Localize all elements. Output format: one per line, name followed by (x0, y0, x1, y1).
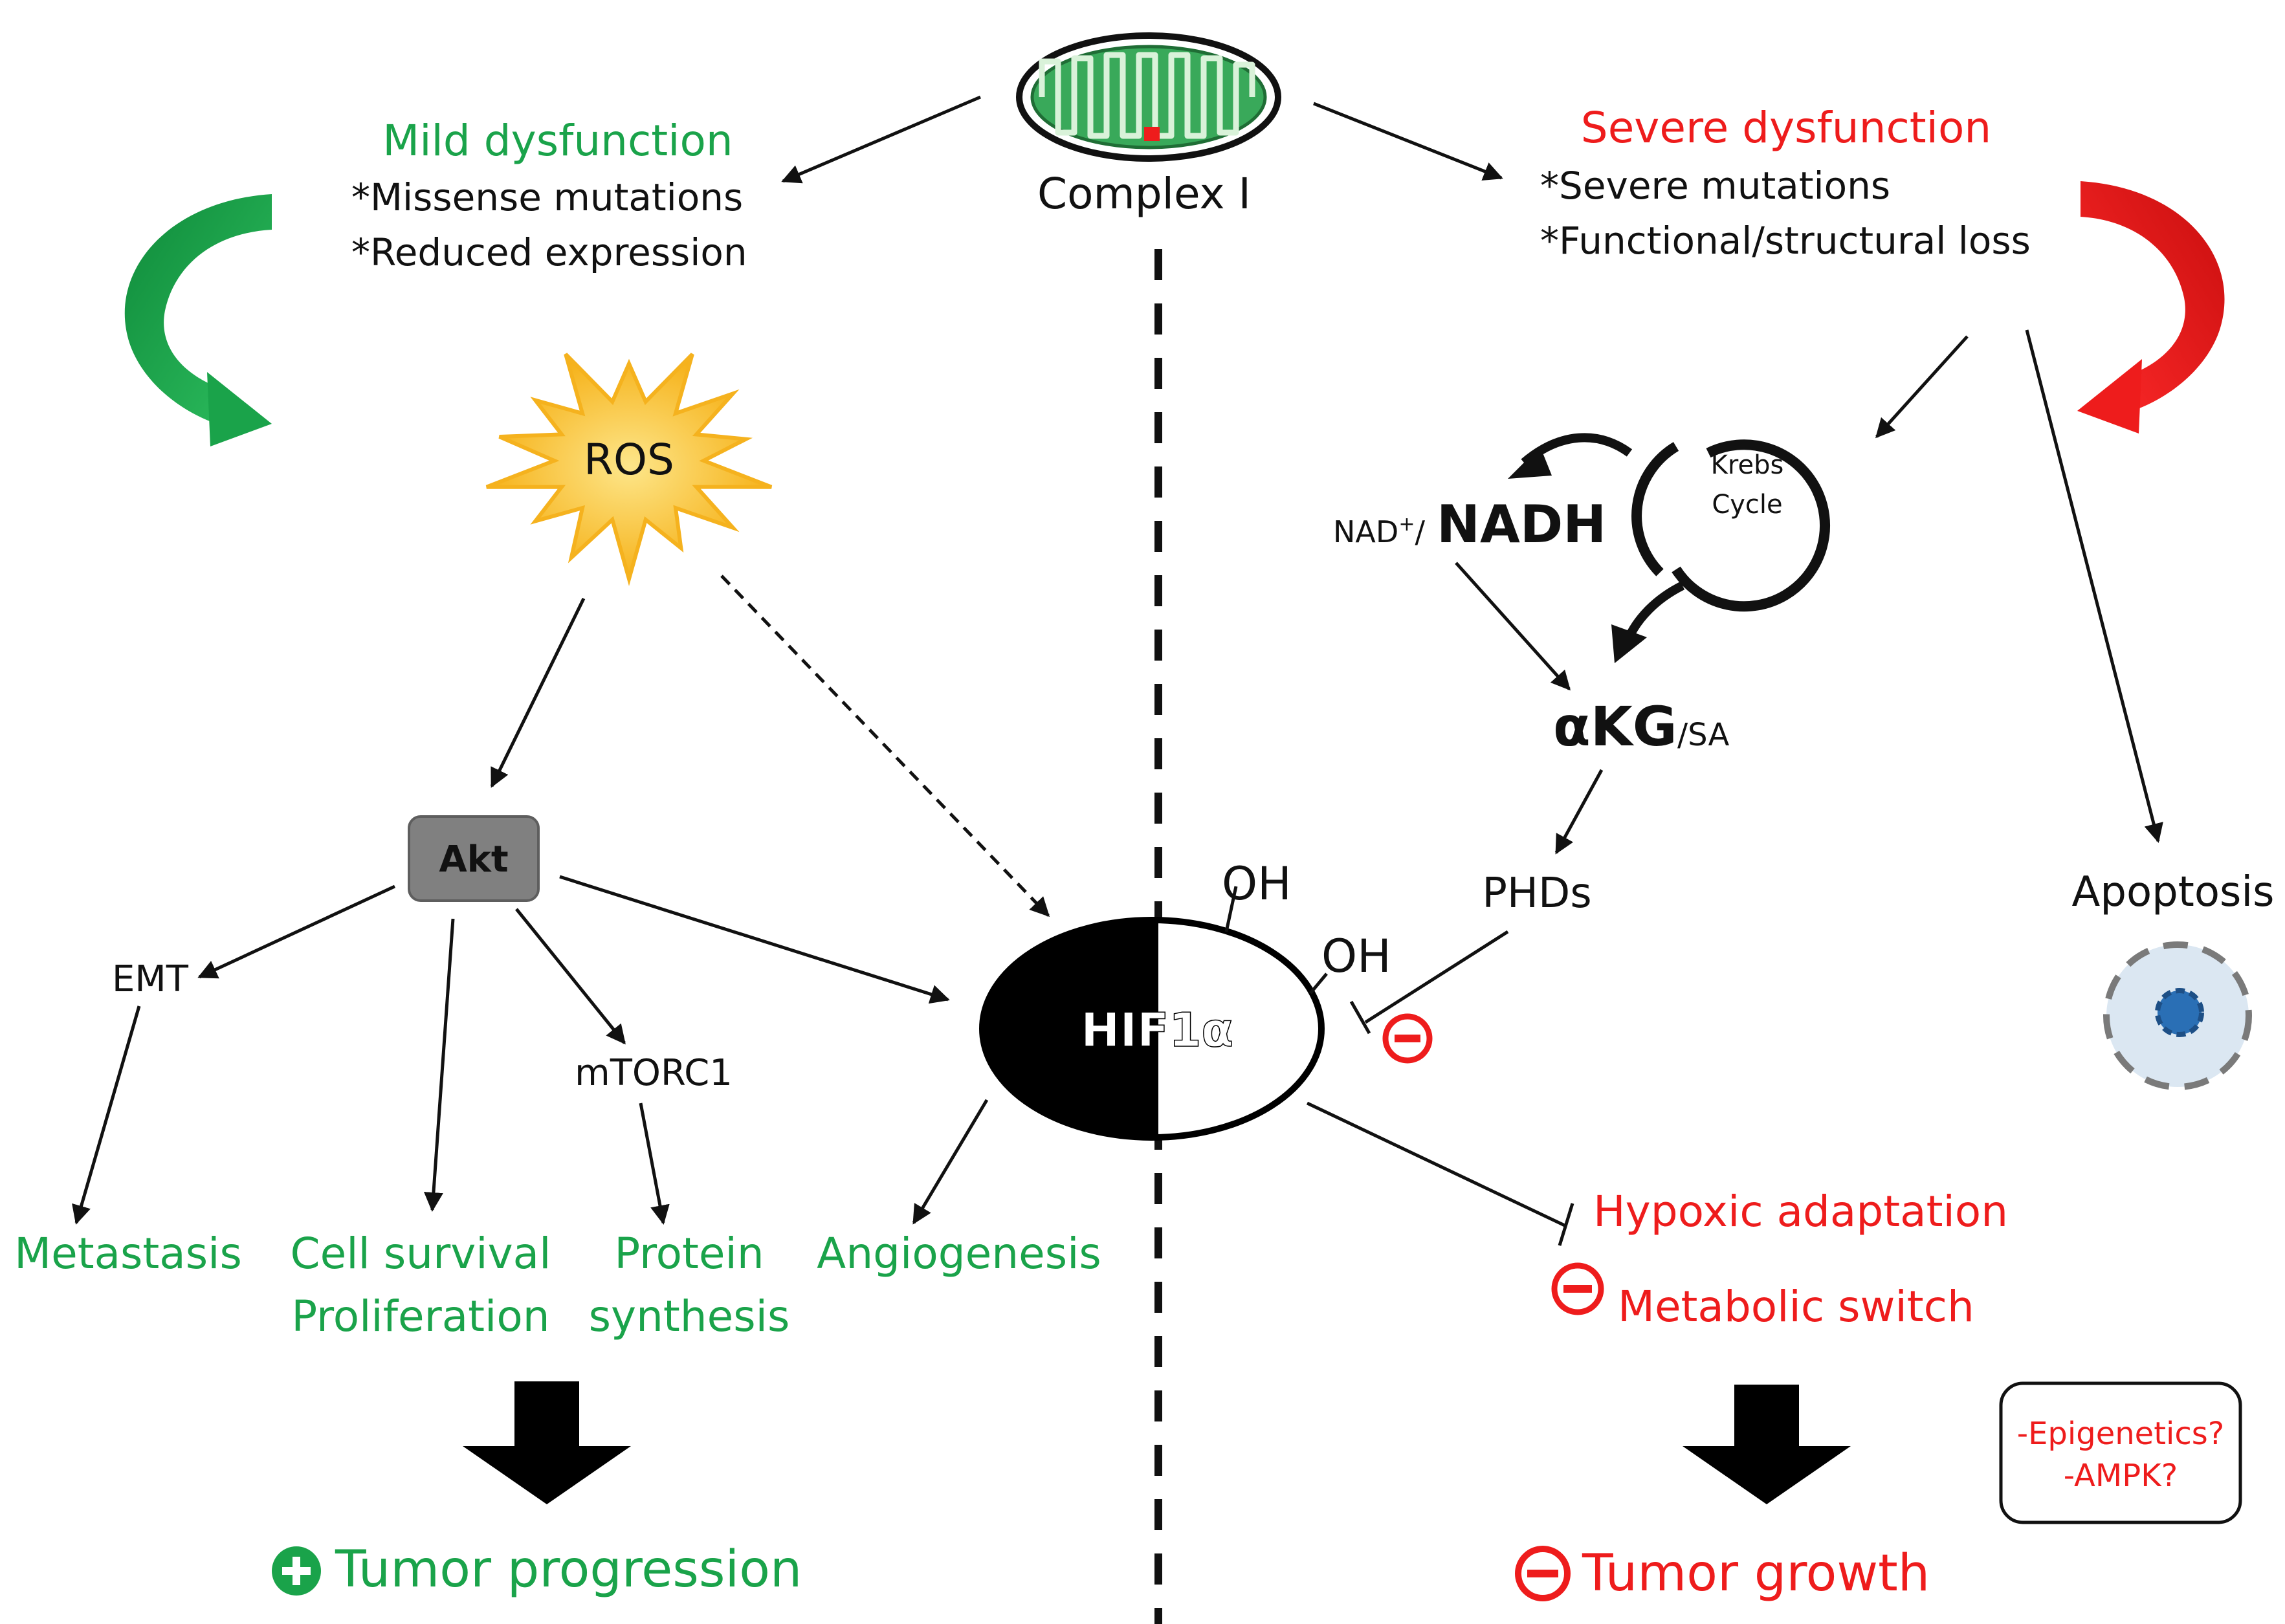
ros-label: ROS (584, 435, 674, 485)
arrow-akg-phds (1554, 769, 1604, 855)
inhibit-hif-hypoxic-bar (1558, 1203, 1574, 1246)
arrow-to-mild (781, 95, 981, 184)
akt-label: Akt (439, 839, 508, 881)
mild-bullet-2: *Reduced expression (351, 230, 747, 274)
apoptotic-cell-icon (2103, 941, 2252, 1090)
mtorc1-label: mTORC1 (575, 1052, 733, 1094)
arrow-krebs-akg-head (1611, 624, 1647, 663)
arrow-nadh-akg (1455, 562, 1571, 691)
arrow-akt-emt (197, 884, 396, 979)
emt-label: EMT (112, 958, 189, 1000)
cell-survival-label: Cell survival (291, 1229, 551, 1278)
akt-box (408, 815, 540, 902)
synthesis-label: synthesis (589, 1291, 790, 1341)
questions-box (1999, 1381, 2242, 1524)
question-epigenetics: -Epigenetics? (2017, 1416, 2224, 1452)
inhibit-hif-hypoxic (1306, 1101, 1567, 1228)
oh1-label: OH (1222, 857, 1292, 910)
mild-bullet-1: *Missense mutations (351, 175, 743, 219)
hif1a-ellipse (979, 917, 1325, 1141)
plus-circle-icon (272, 1546, 321, 1596)
minus-circle-icon (1515, 1546, 1571, 1601)
severe-title: Severe dysfunction (1581, 103, 1991, 153)
arrow-akt-mtorc1 (515, 908, 626, 1045)
complex-i-label: Complex I (1037, 169, 1251, 219)
minus-circle-icon (1382, 1013, 1433, 1064)
arrow-to-severe (1313, 102, 1503, 181)
phds-label: PHDs (1482, 870, 1591, 917)
mild-title: Mild dysfunction (382, 116, 733, 166)
hypoxic-adaptation-label: Hypoxic adaptation (1593, 1187, 2008, 1236)
arrow-emt-metastasis (72, 1005, 141, 1225)
arrow-ros-hif-dashed (720, 575, 1050, 917)
ros-star-icon (485, 353, 773, 586)
arrow-akt-hif (559, 875, 950, 1004)
hif1a-label: HIF1α (1081, 1003, 1233, 1057)
inhibit-phds-hif-bar (1349, 1000, 1371, 1035)
angiogenesis-label: Angiogenesis (817, 1229, 1101, 1278)
arrow-severe-apoptosis (2025, 329, 2163, 843)
metabolic-switch-label: Metabolic switch (1618, 1282, 1974, 1332)
krebs-cycle-icon (1631, 439, 1830, 612)
severe-bullet-1: *Severe mutations (1540, 164, 1890, 208)
krebs-label-2: Cycle (1712, 490, 1782, 520)
minus-circle-icon (1551, 1262, 1604, 1315)
red-curved-arrow-icon (2077, 181, 2225, 433)
arrow-hif-angiogenesis (912, 1099, 989, 1225)
nad-label: NAD+/ (1333, 513, 1425, 549)
arrow-severe-krebs (1875, 335, 1969, 439)
oh2-label: OH (1321, 930, 1391, 983)
mitochondrion-icon (1016, 32, 1281, 162)
apoptosis-label: Apoptosis (2072, 868, 2275, 916)
arrow-krebs-nadh-head (1508, 446, 1552, 479)
akg-suffix-label: /SA (1677, 717, 1730, 753)
arrow-akt-survival (423, 918, 455, 1212)
arrow-mtorc1-protein (639, 1103, 670, 1225)
arrow-krebs-akg (1623, 581, 1685, 642)
question-ampk: -AMPK? (2064, 1458, 2178, 1494)
protein-label: Protein (614, 1229, 764, 1278)
inhibit-phds-hif (1364, 930, 1509, 1024)
severe-down-arrow-icon (1683, 1385, 1851, 1504)
nadh-label: NADH (1437, 494, 1606, 554)
tumor-growth-label: Tumor growth (1582, 1544, 1930, 1603)
oh1-bond (1224, 886, 1238, 932)
tumor-progression-label: Tumor progression (335, 1541, 802, 1599)
mild-down-arrow-icon (463, 1381, 631, 1504)
proliferation-label: Proliferation (291, 1291, 549, 1341)
oh2-bond (1309, 972, 1328, 994)
green-curved-arrow-icon (124, 194, 272, 446)
arrow-ros-akt (490, 597, 586, 788)
akg-label: αKG (1553, 695, 1677, 758)
metastasis-label: Metastasis (14, 1229, 242, 1278)
severe-bullet-2: *Functional/structural loss (1540, 219, 2031, 263)
krebs-label-1: Krebs (1711, 450, 1784, 480)
